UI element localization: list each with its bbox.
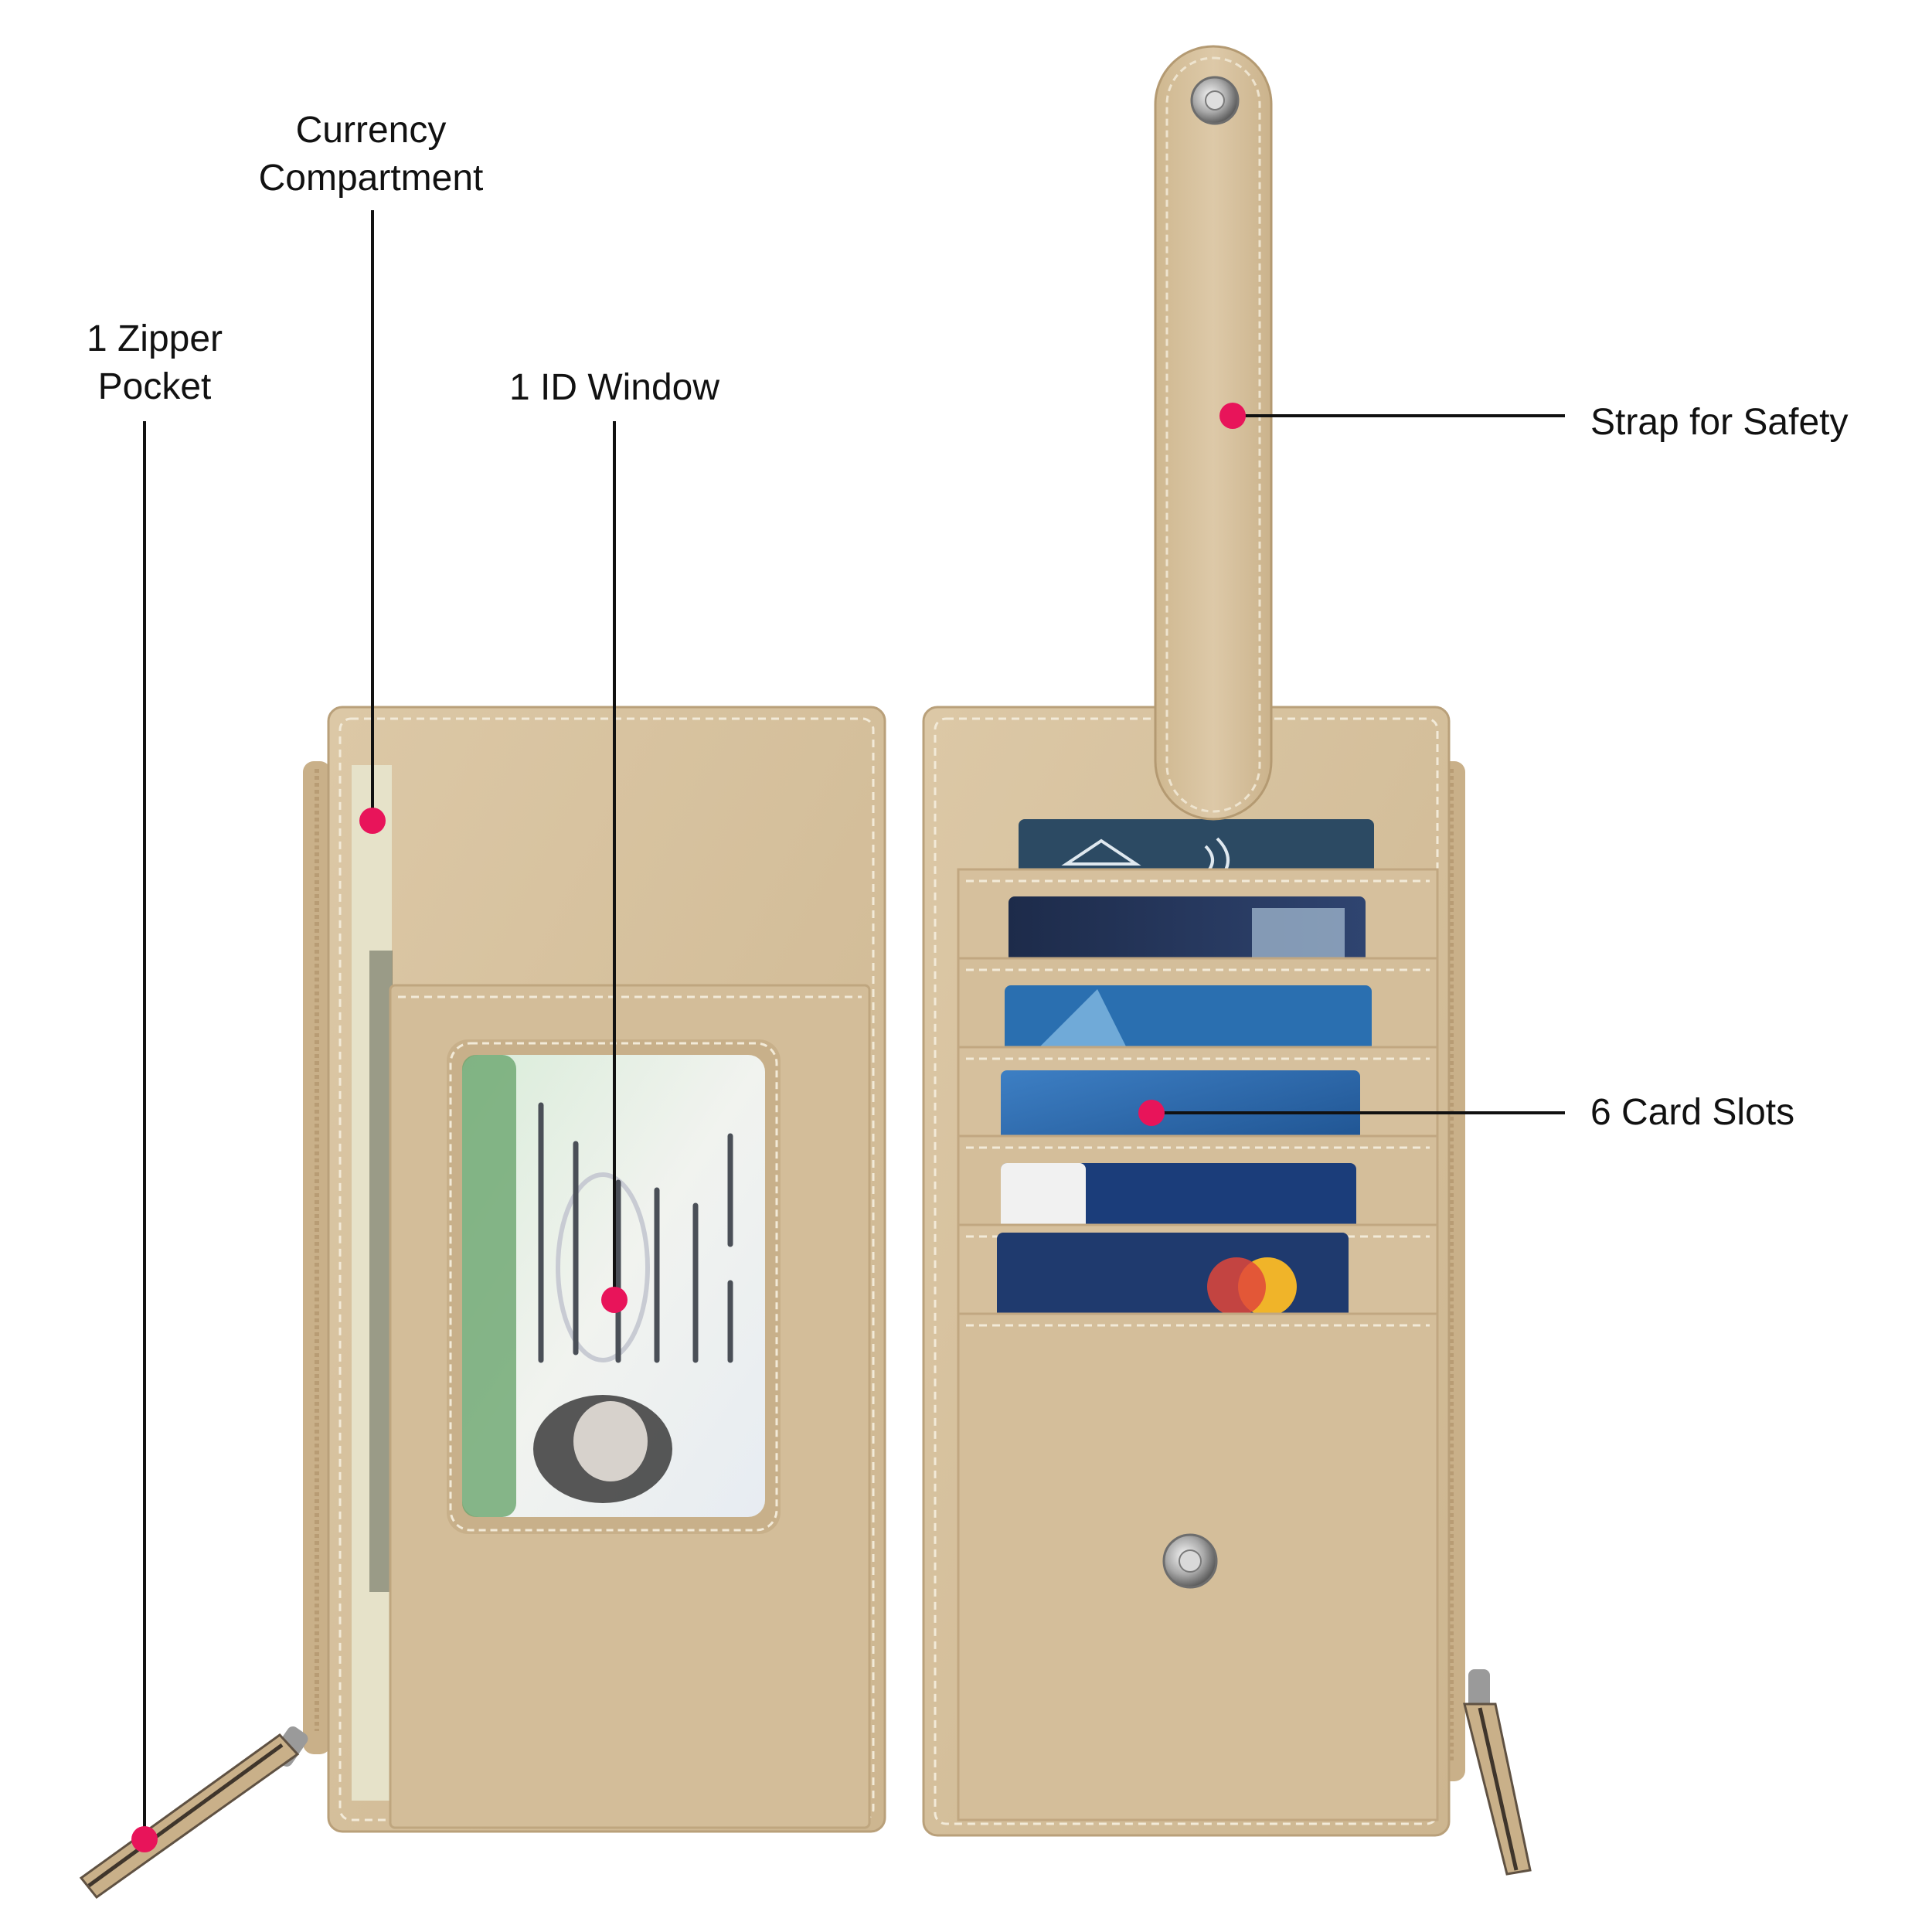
card-slot-6 bbox=[957, 1233, 1439, 1821]
wallet-front-panel bbox=[79, 706, 886, 1900]
callout-lines bbox=[143, 210, 1565, 1835]
card-slots-label: 6 Card Slots bbox=[1590, 1089, 1794, 1137]
currency-compartment-label: Currency Compartment bbox=[232, 107, 510, 202]
right-zipper-pull bbox=[1463, 1669, 1532, 1876]
zipper-pocket-dot bbox=[131, 1826, 158, 1852]
currency-compartment-label-line1: Currency bbox=[295, 110, 447, 151]
zipper-pocket-label-line1: 1 Zipper bbox=[86, 318, 223, 359]
strap-dot bbox=[1219, 403, 1246, 429]
currency-compartment-label-line2: Compartment bbox=[258, 158, 484, 199]
card-slots-label-line1: 6 Card Slots bbox=[1590, 1092, 1795, 1133]
banknote-print bbox=[369, 951, 393, 1592]
zipper-pocket-label-line2: Pocket bbox=[97, 366, 212, 407]
id-card-hologram bbox=[556, 1172, 650, 1362]
id-card-text-lines bbox=[538, 1102, 733, 1363]
strap-for-safety-label-line1: Strap for Safety bbox=[1590, 402, 1849, 443]
card-slots-dot bbox=[1138, 1100, 1165, 1126]
id-window-label-line1: 1 ID Window bbox=[509, 367, 720, 408]
callout-dots bbox=[131, 403, 1246, 1852]
zipper-pocket-label: 1 Zipper Pocket bbox=[46, 315, 263, 411]
currency-dot bbox=[359, 808, 386, 834]
id-window-label: 1 ID Window bbox=[479, 364, 750, 412]
id-card-green-band bbox=[462, 1055, 516, 1517]
card-6 bbox=[997, 1233, 1349, 1325]
strap-for-safety-label: Strap for Safety bbox=[1590, 399, 1849, 447]
wallet-card-panel bbox=[922, 45, 1532, 1876]
left-zipper-pull bbox=[79, 1726, 308, 1900]
id-window-dot bbox=[601, 1287, 628, 1313]
safety-strap bbox=[1154, 45, 1273, 821]
id-card-photo-face bbox=[573, 1401, 648, 1481]
